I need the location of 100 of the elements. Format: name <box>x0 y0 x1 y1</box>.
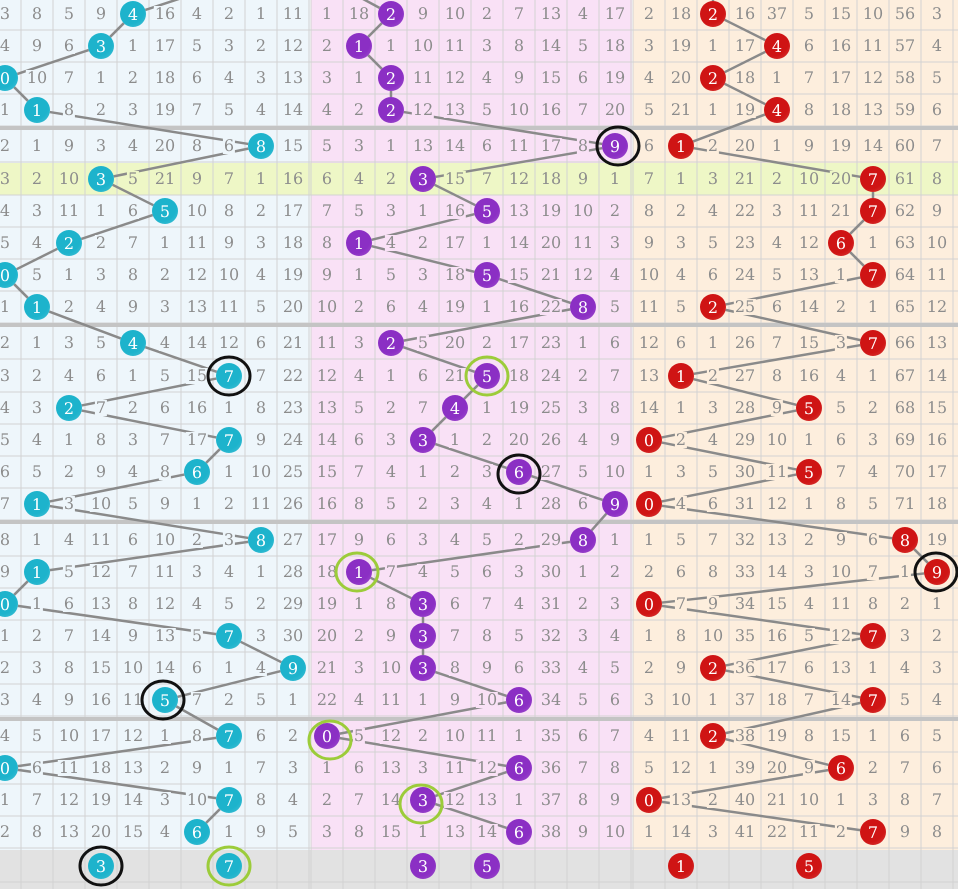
omission-count: 7 <box>190 692 204 708</box>
omission-count: 7 <box>0 496 12 512</box>
trend-line <box>725 738 829 766</box>
trend-line <box>50 504 248 540</box>
omission-count: 12 <box>476 760 498 776</box>
omission-count: 17 <box>444 235 466 251</box>
omission-count: 17 <box>604 6 626 22</box>
trend-line <box>340 736 506 768</box>
omission-count: 2 <box>802 532 816 548</box>
omission-count: 14 <box>508 235 530 251</box>
omission-count: 4 <box>576 432 590 448</box>
trend-line <box>177 670 281 698</box>
omission-count: 4 <box>384 464 398 480</box>
omission-count: 8 <box>706 564 720 580</box>
omission-count: 3 <box>254 628 268 644</box>
trend-line <box>422 617 424 623</box>
omission-count: 4 <box>416 564 430 580</box>
omission-count: 18 <box>830 102 852 118</box>
trend-line <box>16 248 58 270</box>
omission-count: 2 <box>0 824 12 840</box>
trend-line <box>16 48 90 76</box>
omission-count: 9 <box>190 171 204 187</box>
trend-line <box>434 184 476 206</box>
trend-line <box>725 308 861 342</box>
omission-count: 6 <box>222 138 236 154</box>
omission-count: 3 <box>898 628 912 644</box>
omission-count: 19 <box>282 267 304 283</box>
omission-count: 4 <box>416 299 430 315</box>
omission-count: 8 <box>254 400 268 416</box>
omission-count: 5 <box>190 628 204 644</box>
omission-count: 10 <box>186 792 208 808</box>
omission-count: 3 <box>706 171 720 187</box>
omission-count: 28 <box>734 400 756 416</box>
omission-count: 5 <box>384 496 398 512</box>
omission-count: 2 <box>222 692 236 708</box>
omission-count: 19 <box>766 728 788 744</box>
omission-count: 4 <box>126 464 140 480</box>
omission-count: 3 <box>126 432 140 448</box>
omission-count: 19 <box>154 102 176 118</box>
omission-count: 10 <box>26 70 48 86</box>
trend-line <box>18 604 216 636</box>
omission-count: 14 <box>926 368 948 384</box>
omission-count: 2 <box>30 368 44 384</box>
trend-line <box>205 448 221 464</box>
omission-count: 33 <box>734 564 756 580</box>
omission-count: 3 <box>62 496 76 512</box>
omission-count: 19 <box>604 70 626 86</box>
omission-count: 33 <box>540 660 562 676</box>
trend-line <box>112 184 154 206</box>
omission-count: 16 <box>540 102 562 118</box>
omission-count: 16 <box>798 368 820 384</box>
omission-count: 2 <box>254 596 268 612</box>
omission-count: 5 <box>802 6 816 22</box>
omission-count: 4 <box>930 692 944 708</box>
omission-count: 6 <box>190 660 204 676</box>
omission-count: 4 <box>930 38 944 54</box>
omission-count: 5 <box>30 464 44 480</box>
omission-count: 12 <box>926 299 948 315</box>
omission-count: 16 <box>90 692 112 708</box>
omission-count: 8 <box>384 596 398 612</box>
omission-count: 4 <box>674 267 688 283</box>
omission-count: 2 <box>642 6 656 22</box>
omission-count: 3 <box>416 532 430 548</box>
omission-count: 7 <box>930 792 944 808</box>
omission-count: 12 <box>58 792 80 808</box>
omission-count: 37 <box>734 692 756 708</box>
omission-count: 13 <box>186 299 208 315</box>
omission-count: 3 <box>190 564 204 580</box>
omission-count: 6 <box>158 400 172 416</box>
omission-count: 4 <box>706 432 720 448</box>
omission-count: 4 <box>62 532 76 548</box>
omission-count: 4 <box>802 596 816 612</box>
omission-count: 15 <box>508 267 530 283</box>
omission-count: 3 <box>608 596 622 612</box>
trend-line <box>849 219 865 235</box>
omission-count: 16 <box>444 203 466 219</box>
omission-count: 18 <box>734 70 756 86</box>
omission-count: 4 <box>286 792 300 808</box>
omission-count: 8 <box>0 532 12 548</box>
omission-count: 6 <box>62 38 76 54</box>
omission-count: 57 <box>894 38 916 54</box>
trend-line <box>662 409 796 439</box>
omission-count: 66 <box>894 335 916 351</box>
omission-count: 6 <box>480 564 494 580</box>
omission-count: 36 <box>734 660 756 676</box>
omission-count: 3 <box>480 38 494 54</box>
omission-count: 3 <box>222 38 236 54</box>
omission-count: 7 <box>576 760 590 776</box>
omission-count: 16 <box>830 38 852 54</box>
omission-count: 9 <box>898 824 912 840</box>
trend-line <box>402 346 476 373</box>
omission-count: 13 <box>380 760 402 776</box>
omission-count: 17 <box>766 660 788 676</box>
omission-count: 17 <box>508 335 530 351</box>
omission-count: 5 <box>898 692 912 708</box>
omission-count: 12 <box>186 267 208 283</box>
omission-count: 12 <box>282 38 304 54</box>
omission-count: 3 <box>674 464 688 480</box>
trend-line <box>694 344 860 376</box>
omission-count: 34 <box>540 692 562 708</box>
